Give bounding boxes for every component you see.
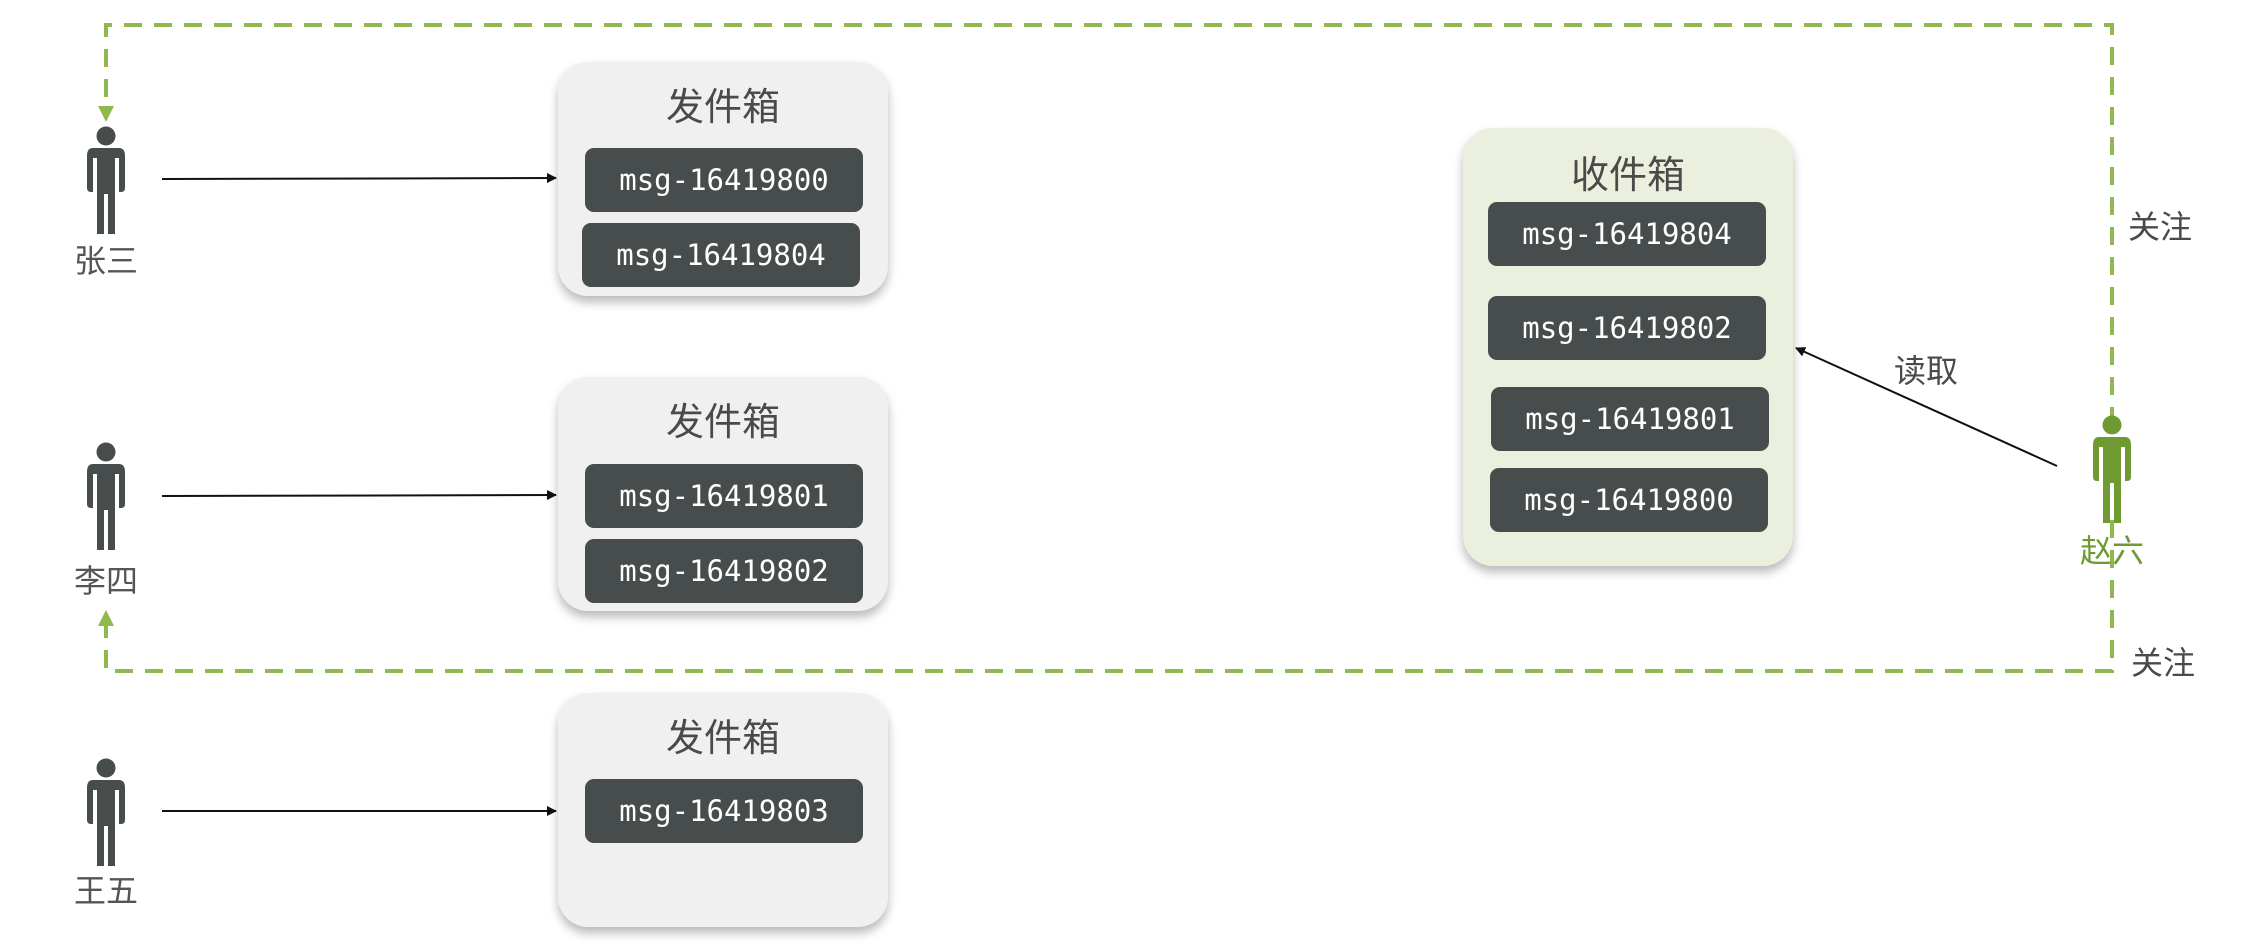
follow-arrowhead-lisi <box>98 610 114 626</box>
outbox-title: 发件箱 <box>665 716 780 760</box>
publish-arrow-zhangsan <box>161 173 557 184</box>
person-name-lisi: 李四 <box>73 562 138 600</box>
follow-label-top: 关注 <box>2128 208 2193 246</box>
person-icon-zhangsan <box>87 126 125 234</box>
inbox-title: 收件箱 <box>1570 153 1685 197</box>
read-label: 读取 <box>1894 352 1959 390</box>
inbox-zhaoliu: 收件箱 msg-16419804 msg-16419802 msg-164198… <box>1463 128 1793 566</box>
message-item: msg-16419801 <box>1491 387 1769 451</box>
read-arrow <box>1795 347 2058 467</box>
follow-arrowhead-zhangsan <box>98 106 114 122</box>
person-name-zhaoliu: 赵六 <box>2079 532 2144 570</box>
outbox-zhangsan: 发件箱 msg-16419800 msg-16419804 <box>558 62 888 296</box>
person-name-zhangsan: 张三 <box>73 242 138 280</box>
follow-label-bottom: 关注 <box>2131 644 2196 682</box>
message-item: msg-16419803 <box>585 779 863 843</box>
outbox-title: 发件箱 <box>665 85 780 129</box>
outbox-title: 发件箱 <box>665 400 780 444</box>
outbox-lisi: 发件箱 msg-16419801 msg-16419802 <box>558 377 888 611</box>
person-icon-wangwu <box>87 758 125 866</box>
message-item: msg-16419804 <box>582 223 860 287</box>
follow-line-zhangsan <box>104 23 2114 425</box>
person-icon-zhaoliu <box>2093 415 2131 523</box>
message-item: msg-16419801 <box>585 464 863 528</box>
message-item: msg-16419800 <box>1490 468 1768 532</box>
message-item: msg-16419804 <box>1488 202 1766 266</box>
outbox-wangwu: 发件箱 msg-16419803 <box>558 693 888 927</box>
person-name-wangwu: 王五 <box>73 872 138 910</box>
follow-line-lisi <box>104 520 2114 673</box>
publish-arrow-lisi <box>161 490 557 501</box>
message-item: msg-16419802 <box>585 539 863 603</box>
message-item: msg-16419802 <box>1488 296 1766 360</box>
message-item: msg-16419800 <box>585 148 863 212</box>
person-icon-lisi <box>87 442 125 550</box>
